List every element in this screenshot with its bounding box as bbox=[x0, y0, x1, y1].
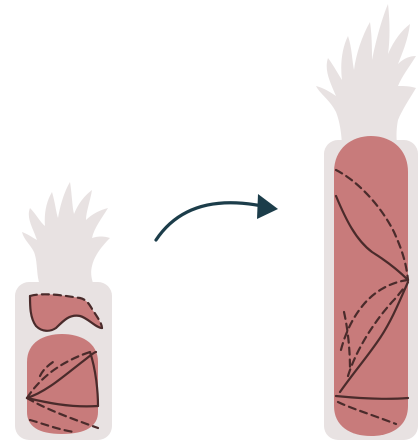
large-capsule bbox=[334, 136, 408, 436]
large-container bbox=[316, 4, 418, 440]
small-container bbox=[15, 182, 112, 440]
small-container-crown bbox=[22, 182, 110, 286]
large-container-crown bbox=[316, 4, 416, 150]
curved-arrow-right-icon bbox=[156, 194, 278, 240]
